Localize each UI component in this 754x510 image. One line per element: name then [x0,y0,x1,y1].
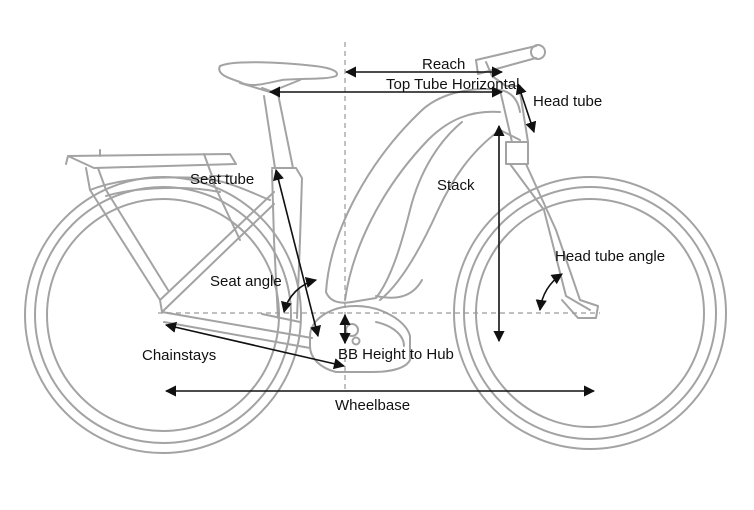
seat-angle-arrow [281,277,318,314]
label-head-tube-angle: Head tube angle [555,248,665,265]
label-reach: Reach [422,56,465,73]
label-bb-height-to-hub: BB Height to Hub [338,346,454,363]
head-tube-angle-arrow [535,273,563,312]
label-head-tube: Head tube [533,93,602,110]
main-frame [325,88,521,304]
chainstays-arrow [164,321,346,370]
label-top-tube-horizontal: Top Tube Horizontal [386,76,519,93]
dimension-arrows [164,66,596,397]
rear-rack [65,149,271,301]
label-seat-angle: Seat angle [210,273,282,290]
labels: Reach Top Tube Horizontal Head tube Seat… [142,56,665,414]
rear-triangle [159,191,313,349]
label-chainstays: Chainstays [142,347,216,364]
label-stack: Stack [437,177,475,194]
head-tube-arrow [515,82,537,134]
label-wheelbase: Wheelbase [335,397,410,414]
fork [499,89,599,319]
label-seat-tube: Seat tube [190,171,254,188]
saddle [218,61,338,87]
